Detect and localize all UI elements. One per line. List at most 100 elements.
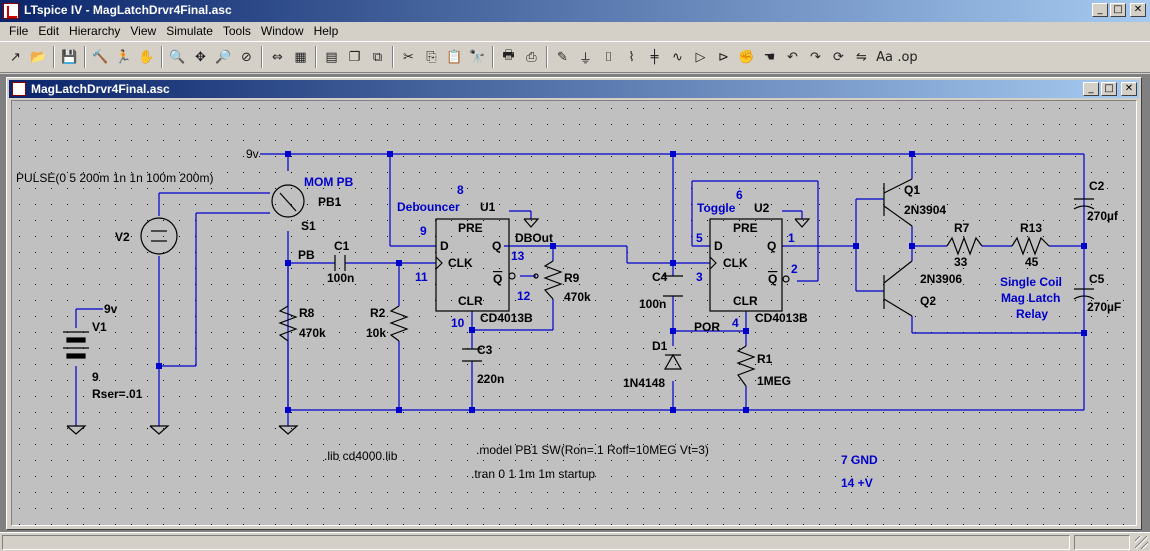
doc-maximize-button[interactable]: □: [1101, 82, 1117, 96]
schematic-canvas[interactable]: PULSE(0 5 200m 1n 1n 100m 200m) 9v MOM P…: [11, 100, 1137, 526]
zoom-cancel-icon[interactable]: ⊘: [241, 49, 252, 65]
title-bar[interactable]: LTspice IV - MagLatchDrvr4Final.asc _ □ …: [0, 0, 1150, 22]
tran-directive[interactable]: .tran 0 1 1m 1m startup: [471, 467, 595, 481]
r2-resistor[interactable]: [389, 305, 409, 342]
u1-pin11-label: 11: [415, 270, 428, 284]
d1-value-label: 1N4148: [623, 376, 665, 390]
ltspice-app-icon[interactable]: [3, 3, 19, 19]
run-icon[interactable]: 🏃: [115, 49, 132, 65]
component-icon[interactable]: ⊳: [718, 49, 729, 65]
c4-ref-label: C4: [652, 270, 668, 284]
d1-diode[interactable]: [663, 353, 683, 370]
halt-icon[interactable]: ✋: [138, 49, 155, 65]
move-icon[interactable]: ✊: [738, 49, 755, 65]
menu-window[interactable]: Window: [260, 24, 304, 38]
c1-value-label: 100n: [327, 271, 354, 285]
u1-ref-label: U1: [480, 200, 496, 214]
spice-directive-icon[interactable]: .op: [897, 49, 918, 65]
u1-pin10-label: 10: [451, 316, 465, 330]
control-panel-icon[interactable]: 🔨: [92, 49, 109, 65]
r8-resistor[interactable]: [278, 305, 298, 342]
print-icon[interactable]: ⎙: [526, 49, 537, 65]
undo-icon[interactable]: ↶: [787, 49, 798, 65]
v1-value-label: 9: [92, 370, 99, 384]
label-net-icon[interactable]: ⌷: [604, 49, 613, 65]
menu-help[interactable]: Help: [313, 24, 339, 38]
redo-icon[interactable]: ↷: [810, 49, 821, 65]
minimize-button[interactable]: _: [1092, 3, 1108, 17]
window-title: LTspice IV - MagLatchDrvr4Final.asc: [24, 3, 232, 17]
save-icon[interactable]: 💾: [61, 49, 78, 65]
relay-comment-line2: Mag Latch: [1001, 291, 1060, 305]
u2-clk-label: CLK: [723, 256, 748, 270]
relay-comment-line3: Relay: [1016, 307, 1048, 321]
menu-view[interactable]: View: [130, 24, 157, 38]
schematic-drawing[interactable]: PULSE(0 5 200m 1n 1n 100m 200m) 9v MOM P…: [12, 101, 1137, 526]
v2-source[interactable]: [140, 217, 178, 255]
paste-icon[interactable]: 📋: [446, 49, 463, 65]
schematic-title-bar[interactable]: MagLatchDrvr4Final.asc _ □ ✕: [9, 80, 1139, 98]
r9-resistor[interactable]: [543, 260, 563, 300]
menu-tools[interactable]: Tools: [222, 24, 251, 38]
find-icon[interactable]: 🔭: [469, 49, 486, 65]
diode-icon[interactable]: ▷: [695, 49, 706, 65]
inductor-icon[interactable]: ∿: [672, 49, 683, 65]
autorange-icon[interactable]: ⇔: [272, 49, 283, 65]
maximize-button[interactable]: □: [1110, 3, 1126, 17]
cut-icon[interactable]: ✂: [403, 49, 414, 65]
text-icon[interactable]: Aa: [876, 49, 893, 65]
open-icon[interactable]: 📂: [30, 49, 47, 65]
pb1-switch[interactable]: [271, 184, 305, 218]
u2-qbar-label: Q: [768, 272, 777, 286]
zoom-in-icon[interactable]: 🔍: [169, 49, 186, 65]
pulse-source-value: PULSE(0 5 200m 1n 1n 100m 200m): [16, 171, 213, 185]
resize-grip[interactable]: [1135, 536, 1148, 549]
r7-resistor[interactable]: [946, 236, 983, 256]
rotate-icon[interactable]: ⟳: [833, 49, 844, 65]
pan-icon[interactable]: ✥: [195, 49, 206, 65]
u1-d-label: D: [440, 239, 449, 253]
r13-ref-label: R13: [1020, 221, 1042, 235]
net-9v-label: 9v: [246, 147, 259, 161]
copy-icon[interactable]: ⎘: [426, 49, 437, 65]
draw-wire-icon[interactable]: ✎: [557, 49, 568, 65]
u1-flipflop[interactable]: [435, 218, 510, 312]
r1-resistor[interactable]: [736, 345, 756, 387]
menu-file[interactable]: File: [9, 24, 29, 38]
v1-ref-label: V1: [92, 320, 107, 334]
toggle-comment: Toggle: [697, 201, 736, 215]
cascade-icon[interactable]: ❐: [348, 49, 361, 65]
lib-directive[interactable]: .lib cd4000.lib: [324, 449, 398, 463]
menu-simulate[interactable]: Simulate: [166, 24, 213, 38]
u2-flipflop[interactable]: [709, 218, 783, 312]
new-schematic-icon[interactable]: ↗: [10, 49, 21, 65]
r2-value-label: 10k: [366, 326, 386, 340]
close-button[interactable]: ✕: [1130, 3, 1146, 17]
close-all-icon[interactable]: ⧉: [372, 49, 383, 65]
d1-ref-label: D1: [652, 339, 668, 353]
resistor-icon[interactable]: ⌇: [628, 49, 635, 65]
menu-hierarchy[interactable]: Hierarchy: [69, 24, 121, 38]
doc-minimize-button[interactable]: _: [1083, 82, 1099, 96]
doc-close-button[interactable]: ✕: [1121, 82, 1137, 96]
grid-icon[interactable]: ▦: [294, 49, 307, 65]
menu-edit[interactable]: Edit: [38, 24, 60, 38]
schematic-doc-icon[interactable]: [12, 82, 26, 96]
r13-resistor[interactable]: [1011, 236, 1050, 256]
print-setup-icon[interactable]: 🖶: [502, 48, 515, 63]
model-directive[interactable]: .model PB1 SW(Ron=.1 Roff=10MEG Vt=3): [476, 443, 709, 457]
tile-horizontal-icon[interactable]: ▤: [325, 49, 338, 65]
capacitor-icon[interactable]: ╪: [650, 49, 659, 65]
drag-icon[interactable]: ☚: [763, 49, 776, 65]
r1-value-label: 1MEG: [757, 374, 791, 388]
u1-pin13-label: 13: [511, 249, 525, 263]
c2-ref-label: C2: [1089, 179, 1105, 193]
menu-bar: File Edit Hierarchy View Simulate Tools …: [0, 22, 1150, 41]
u1-clk-label: CLK: [448, 256, 473, 270]
u2-pin2-label: 2: [791, 262, 798, 276]
zoom-out-icon[interactable]: 🔎: [215, 49, 232, 65]
r9-value-label: 470k: [564, 290, 591, 304]
mirror-icon[interactable]: ⇋: [856, 49, 867, 65]
ground-icon[interactable]: ⏚: [578, 51, 592, 67]
